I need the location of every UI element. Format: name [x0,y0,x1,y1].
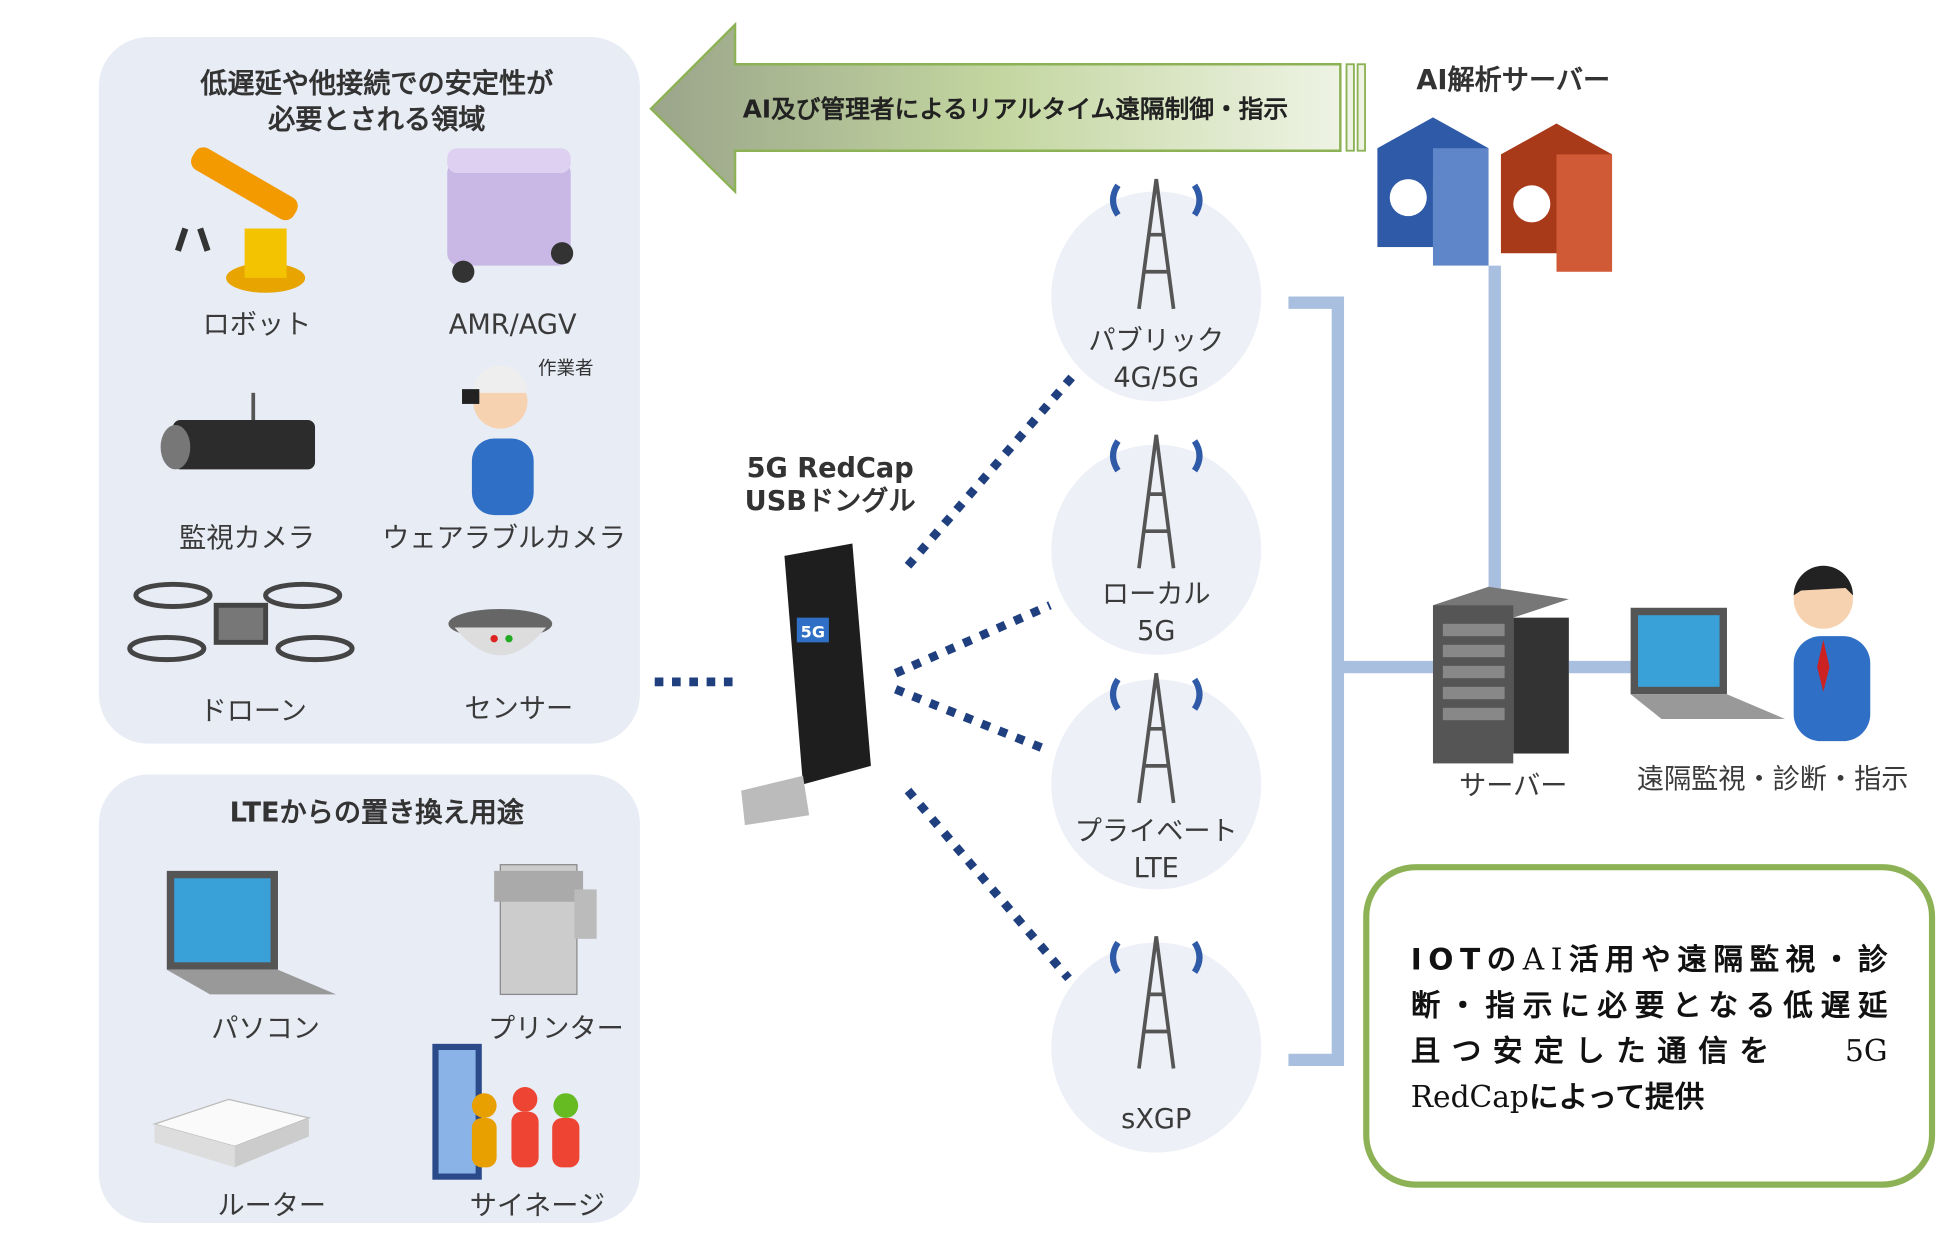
operator-laptop-icon [1630,607,1786,719]
dongle-badge: 5G [801,622,825,641]
network-private: プライベート LTE [1051,672,1262,890]
control-arrow: AI及び管理者によるリアルタイム遠隔制御・指示 [649,21,1366,195]
server-label: サーバー [1459,770,1567,801]
item-label: ロボット [203,310,312,341]
network-label: パブリック [1088,326,1224,357]
operator-person-icon [1793,565,1871,742]
panel-title: 低遅延や他接続での安定性が [199,68,554,100]
network-label: sXGP [1121,1104,1191,1135]
sensor-icon [448,609,553,656]
summary-line: 断・指示に必要となる低遅延 [1411,987,1888,1022]
network-label: LTE [1134,853,1179,884]
network-label: 4G/5G [1113,363,1199,394]
panel-title: 必要とされる領域 [268,103,485,135]
item-label: センサー [465,694,574,725]
dongle-label: 5G RedCap [747,453,914,484]
panel-title: LTEからの置き換え用途 [230,796,525,828]
ai-server-label: AI解析サーバー [1416,65,1610,96]
network-bracket [1288,296,1634,1067]
item-label: パソコン [211,1014,320,1045]
network-label: ローカル [1102,579,1211,610]
security-camera-icon [160,392,316,470]
network-sxgp: sXGP [1051,936,1262,1153]
summary-line: 5G [1845,1033,1888,1068]
ai-server-icon [1377,117,1613,272]
item-label: サイネージ [470,1190,605,1221]
wearable-camera-worker-icon [462,365,534,516]
dongle-label: USBドングル [745,485,916,517]
item-label: ルーター [217,1190,326,1221]
usb-dongle-icon: 5G [741,543,871,826]
summary-line: RedCapによって提供 [1411,1079,1704,1114]
item-label: ドローン [200,696,307,727]
cell-tower-icon [1109,434,1203,569]
lte-replacement-panel: LTEからの置き換え用途 パソコン プリンター ルーター サイネージ [98,774,640,1223]
server-tower-icon [1432,586,1569,764]
cell-tower-icon [1109,936,1203,1069]
network-label: プライベート [1075,816,1238,847]
wireless-links [893,373,1076,982]
item-label: 監視カメラ [179,523,315,554]
drone-icon [127,581,355,663]
laptop-icon [166,870,337,995]
worker-note: 作業者 [538,358,594,379]
item-label: ウェアラブルカメラ [382,523,626,554]
network-local: ローカル 5G [1051,434,1262,655]
operator-label: 遠隔監視・診断・指示 [1637,764,1909,795]
router-icon [152,1098,311,1168]
robot-arm-icon [174,147,306,293]
signage-icon [432,1043,580,1180]
network-label: 5G [1137,616,1175,647]
item-label: AMR/AGV [449,310,577,341]
summary-line: 且つ安定した通信を [1411,1033,1769,1068]
printer-icon [494,864,597,996]
cell-tower-icon [1109,672,1203,804]
arrow-text: AI及び管理者によるリアルタイム遠隔制御・指示 [743,94,1288,123]
low-latency-panel: 低遅延や他接続での安定性が 必要とされる領域 ロボット AMR/AGV 作業者 … [98,37,640,744]
item-label: プリンター [488,1014,624,1045]
amr-icon [447,148,574,283]
network-public: パブリック 4G/5G [1051,178,1262,402]
cell-tower-icon [1109,178,1203,310]
